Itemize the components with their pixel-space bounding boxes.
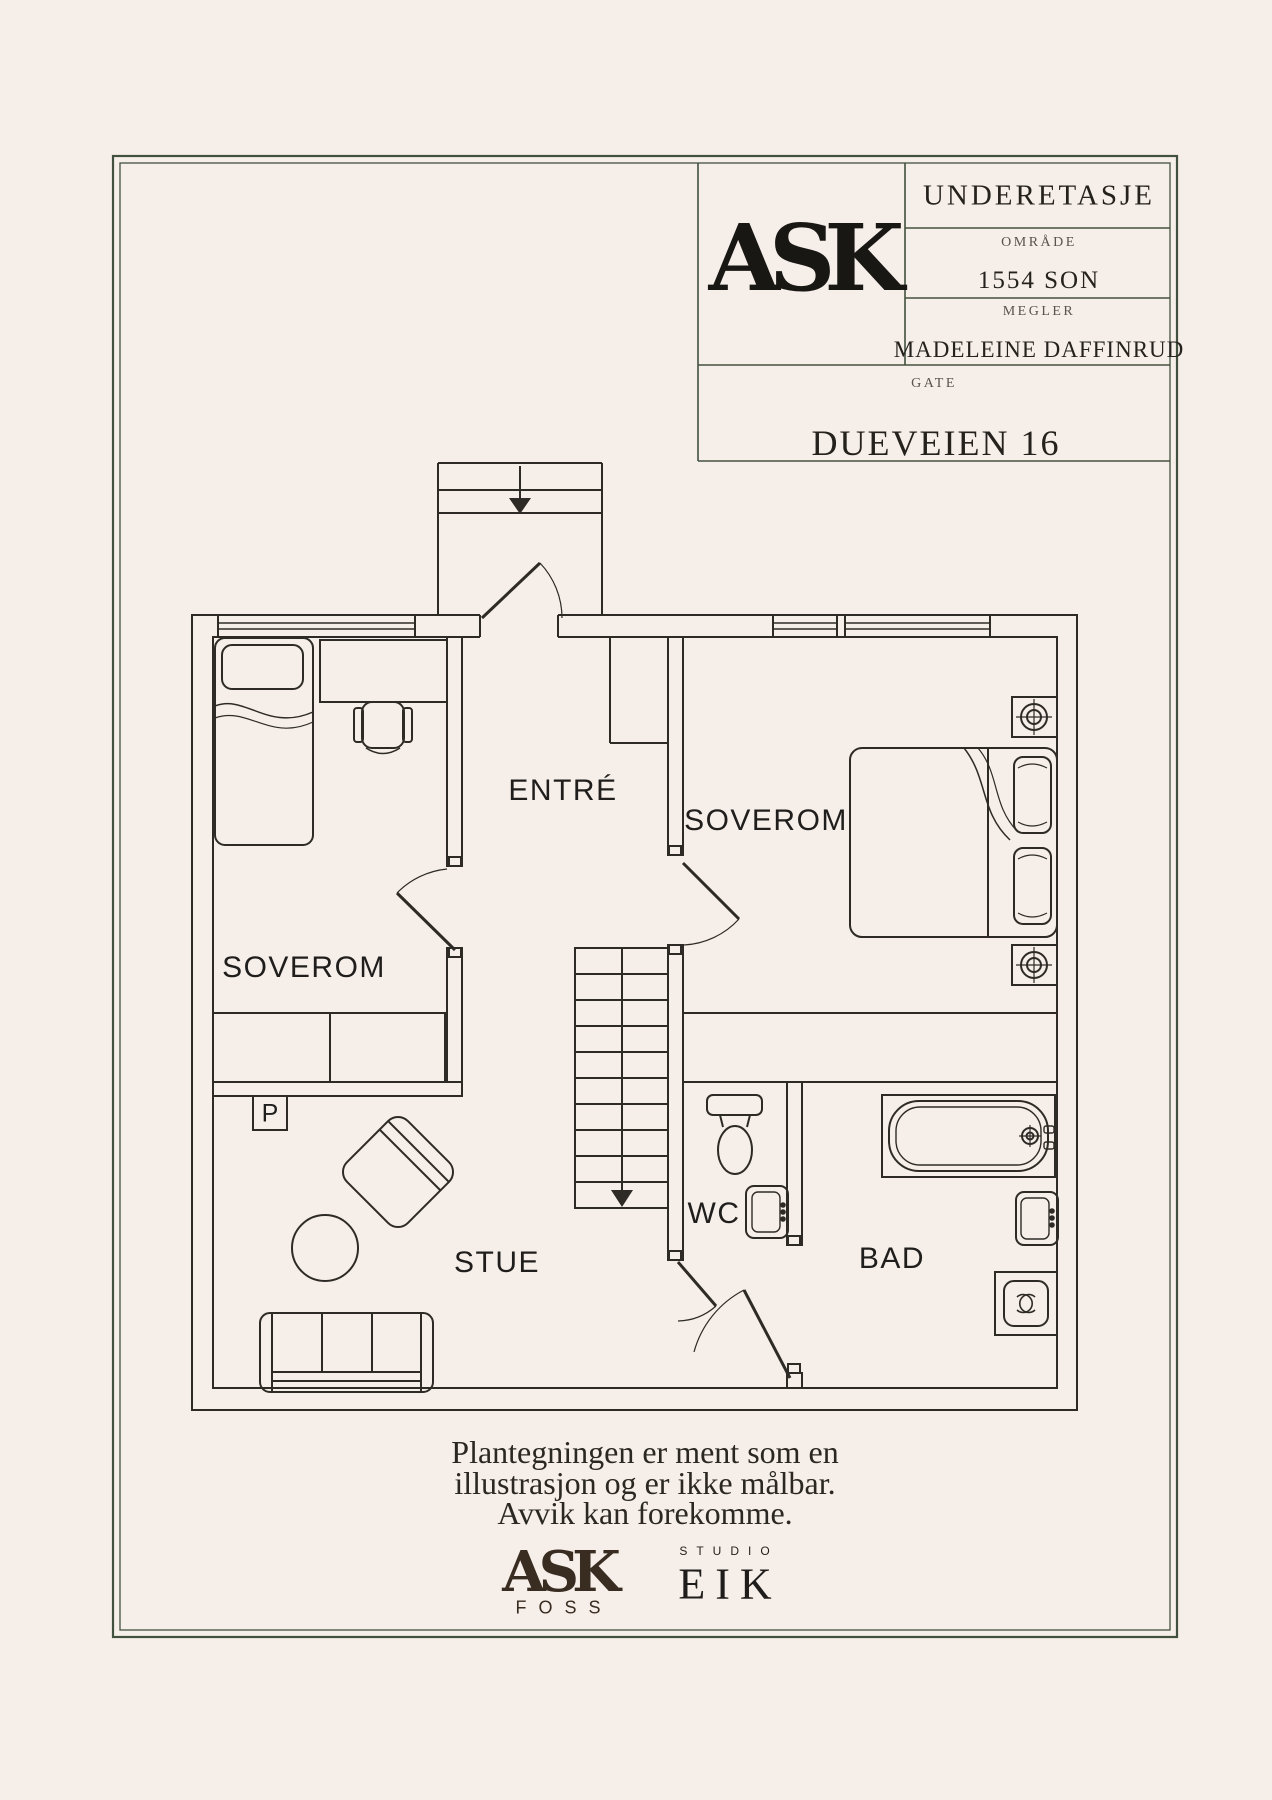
entrance-steps: [437, 462, 603, 615]
interior-walls: [212, 636, 1057, 1389]
sofa-icon: [259, 1312, 434, 1393]
desk-chair-icon: [353, 701, 413, 755]
disclaimer-line: illustrasjon og er ikke målbar.: [454, 1464, 836, 1501]
sink-icon: [1015, 1191, 1059, 1246]
street-value: DUEVEIEN 16: [811, 423, 1061, 463]
floor-title: UNDERETASJE: [922, 179, 1156, 212]
title-block-grid: [697, 163, 1170, 462]
ask-logo: ASK: [708, 204, 905, 312]
area-label: OMRÅDE: [1001, 235, 1077, 250]
broker-label: MEGLER: [1002, 304, 1076, 319]
ask-foss-sub: FOSS: [515, 1597, 613, 1618]
room-label-bad: BAD: [858, 1242, 926, 1275]
page-border: [111, 154, 1179, 1639]
nightstand-lamp-icon: [1011, 696, 1058, 738]
armchair-icon: [341, 1115, 455, 1229]
toilet-icon: [706, 1094, 763, 1175]
entry-direction-arrow: [509, 466, 531, 514]
disclaimer-text: Plantegningen er ment som en illustrasjo…: [451, 1434, 839, 1531]
single-bed-icon: [214, 637, 314, 846]
room-label-soverom-right: SOVEROM: [684, 804, 848, 837]
room-label-soverom-left: SOVEROM: [222, 951, 386, 984]
door-icon: [395, 561, 792, 1379]
room-label-stue: STUE: [453, 1246, 541, 1279]
studio-eik-label: STUDIO: [679, 1544, 779, 1558]
ask-foss-logo: ASK: [502, 1539, 621, 1605]
outer-walls: [191, 612, 1078, 1411]
nightstand-lamp-icon: [1011, 944, 1058, 986]
fireplace-box: [252, 1095, 288, 1131]
bathtub-icon: [881, 1094, 1056, 1178]
stairs-direction-arrow: [611, 948, 633, 1207]
studio-eik-logo: EIK: [678, 1559, 782, 1609]
desk-icon: [319, 639, 448, 703]
fireplace-label: P: [261, 1099, 279, 1128]
area-value: 1554 SON: [977, 267, 1101, 294]
coffee-table-icon: [291, 1214, 359, 1282]
sink-icon: [745, 1185, 789, 1239]
window-icon: [217, 615, 991, 637]
broker-value: MADELEINE DAFFINRUD: [893, 337, 1185, 362]
staircase: [574, 947, 669, 1209]
disclaimer-line: Plantegningen er ment som en: [451, 1434, 839, 1470]
room-label-wc: WC: [687, 1197, 741, 1230]
street-label: GATE: [911, 376, 957, 391]
wardrobe-icon: [212, 1012, 446, 1083]
double-bed-icon: [849, 747, 1058, 938]
washing-machine-icon: [994, 1271, 1058, 1336]
room-label-entre: ENTRÉ: [508, 774, 618, 807]
disclaimer-line: Avvik kan forekomme.: [497, 1495, 793, 1531]
floor-plan: [191, 462, 1078, 1411]
